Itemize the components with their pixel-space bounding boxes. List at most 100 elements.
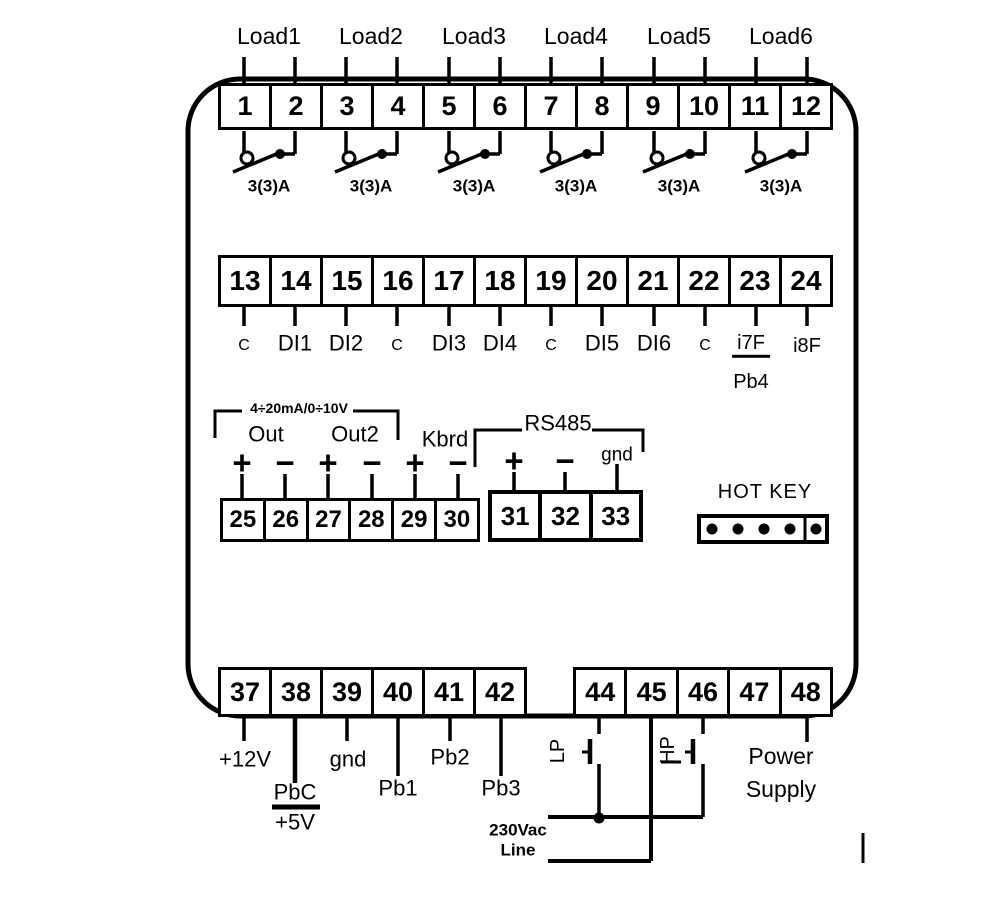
- common-label: C: [238, 337, 250, 355]
- terminal-box: 26: [262, 498, 309, 542]
- i8f-label: i8F: [793, 334, 821, 357]
- terminal-box: 31: [488, 490, 543, 542]
- relay-rating: 3(3)A: [452, 176, 496, 196]
- terminal-box: 14: [269, 255, 323, 307]
- terminal-box: 27: [305, 498, 352, 542]
- plus-sign: +: [232, 444, 252, 481]
- di3-label: DI3: [431, 330, 467, 356]
- terminal-strip-44-48: 44 45 46 47 48: [573, 667, 833, 717]
- rs485-gnd-label: gnd: [601, 444, 633, 466]
- lp-label: LP: [546, 738, 569, 764]
- terminal-box: 17: [422, 255, 476, 307]
- pb1-label: Pb1: [378, 775, 418, 801]
- relay-rating: 3(3)A: [554, 176, 598, 196]
- rs485-wires: [512, 464, 619, 491]
- load4-label: Load4: [544, 23, 608, 50]
- power-supply-label-2: Supply: [745, 776, 817, 803]
- minus-sign: −: [362, 444, 382, 481]
- relay-rating: 3(3)A: [247, 176, 291, 196]
- terminal-strip-31-33: 31 32 33: [488, 490, 643, 542]
- terminal-box: 40: [371, 667, 425, 717]
- terminal-strip-37-42: 37 38 39 40 41 42: [218, 667, 527, 717]
- out2-label: Out2: [331, 421, 379, 447]
- terminal-strip-1-12: 1 2 3 4 5 6 7 8 9 10 11 12: [218, 83, 833, 130]
- plus-sign: +: [405, 444, 425, 481]
- hotkey-connector: [697, 514, 829, 544]
- pbc-label: PbC: [273, 779, 317, 805]
- terminal-box: 45: [624, 667, 679, 717]
- terminal-box: 29: [391, 498, 437, 542]
- terminal-box: 19: [524, 255, 578, 307]
- terminal-box: 24: [779, 255, 833, 307]
- relay-contact-2: [334, 131, 399, 174]
- relay-contact-4: [539, 131, 604, 174]
- v5-label: +5V: [275, 809, 315, 835]
- terminal-box: 42: [473, 667, 527, 717]
- terminal-box: 30: [433, 498, 480, 542]
- di4-label: DI4: [482, 330, 518, 356]
- terminal-box: 32: [538, 490, 593, 542]
- terminal-box: 12: [779, 83, 833, 130]
- relay-contacts: [232, 131, 809, 174]
- mains-line-label: Line: [500, 840, 536, 860]
- load2-label: Load2: [339, 23, 403, 50]
- rs485-label: RS485: [524, 410, 592, 436]
- i7f-label: i7F: [732, 332, 770, 359]
- terminal-box: 5: [422, 83, 476, 130]
- relay-rating: 3(3)A: [759, 176, 803, 196]
- common-label: C: [545, 337, 557, 355]
- kbrd-label: Kbrd: [421, 426, 469, 452]
- minus-sign: −: [448, 444, 468, 481]
- terminal-strip-25-30: 25 26 27 28 29 30: [220, 498, 480, 542]
- mains-wiring: [548, 717, 703, 863]
- di5-label: DI5: [584, 330, 620, 356]
- terminal-box: 22: [677, 255, 731, 307]
- terminal-box: 38: [269, 667, 323, 717]
- terminal-box: 6: [473, 83, 527, 130]
- terminal-box: 25: [220, 498, 266, 542]
- analog-range-label: 4÷20mA/0÷10V: [246, 400, 352, 417]
- pb3-label: Pb3: [481, 775, 521, 801]
- terminal-box: 10: [677, 83, 731, 130]
- load6-label: Load6: [749, 23, 813, 50]
- terminal-box: 15: [320, 255, 374, 307]
- terminal-box: 28: [348, 498, 395, 542]
- minus-sign: −: [275, 444, 295, 481]
- gnd-label: gnd: [329, 746, 367, 772]
- plus-sign: +: [318, 444, 338, 481]
- terminal-box: 9: [626, 83, 680, 130]
- load-wires: [242, 57, 809, 84]
- pb4-label: Pb4: [733, 370, 769, 393]
- terminal-box: 2: [269, 83, 323, 130]
- terminal-box: 20: [575, 255, 629, 307]
- relay-contact-3: [437, 131, 502, 174]
- rs485-bracket: [473, 428, 645, 467]
- terminal-box: 8: [575, 83, 629, 130]
- relay-rating: 3(3)A: [657, 176, 701, 196]
- terminal-box: 18: [473, 255, 527, 307]
- rs485-minus-sign: −: [555, 442, 575, 479]
- terminal-box: 47: [727, 667, 782, 717]
- hotkey-label: HOT KEY: [717, 480, 813, 503]
- hp-label: HP: [656, 736, 679, 764]
- terminal-box: 33: [588, 490, 643, 542]
- terminal-box: 48: [778, 667, 833, 717]
- terminal-box: 39: [320, 667, 374, 717]
- terminal-box: 23: [728, 255, 782, 307]
- terminal-box: 21: [626, 255, 680, 307]
- load5-label: Load5: [647, 23, 711, 50]
- pb2-label: Pb2: [430, 744, 470, 770]
- rs485-plus-sign: +: [504, 442, 524, 479]
- common-label: C: [699, 337, 711, 355]
- out-label: Out: [248, 421, 284, 447]
- di1-label: DI1: [277, 330, 313, 356]
- terminal-box: 41: [422, 667, 476, 717]
- terminal-box: 16: [371, 255, 425, 307]
- relay-contact-5: [642, 131, 707, 174]
- analog-range-bracket: [213, 409, 400, 440]
- v12-label: +12V: [219, 746, 271, 772]
- device-outline: [185, 76, 859, 719]
- terminal-box: 46: [675, 667, 731, 717]
